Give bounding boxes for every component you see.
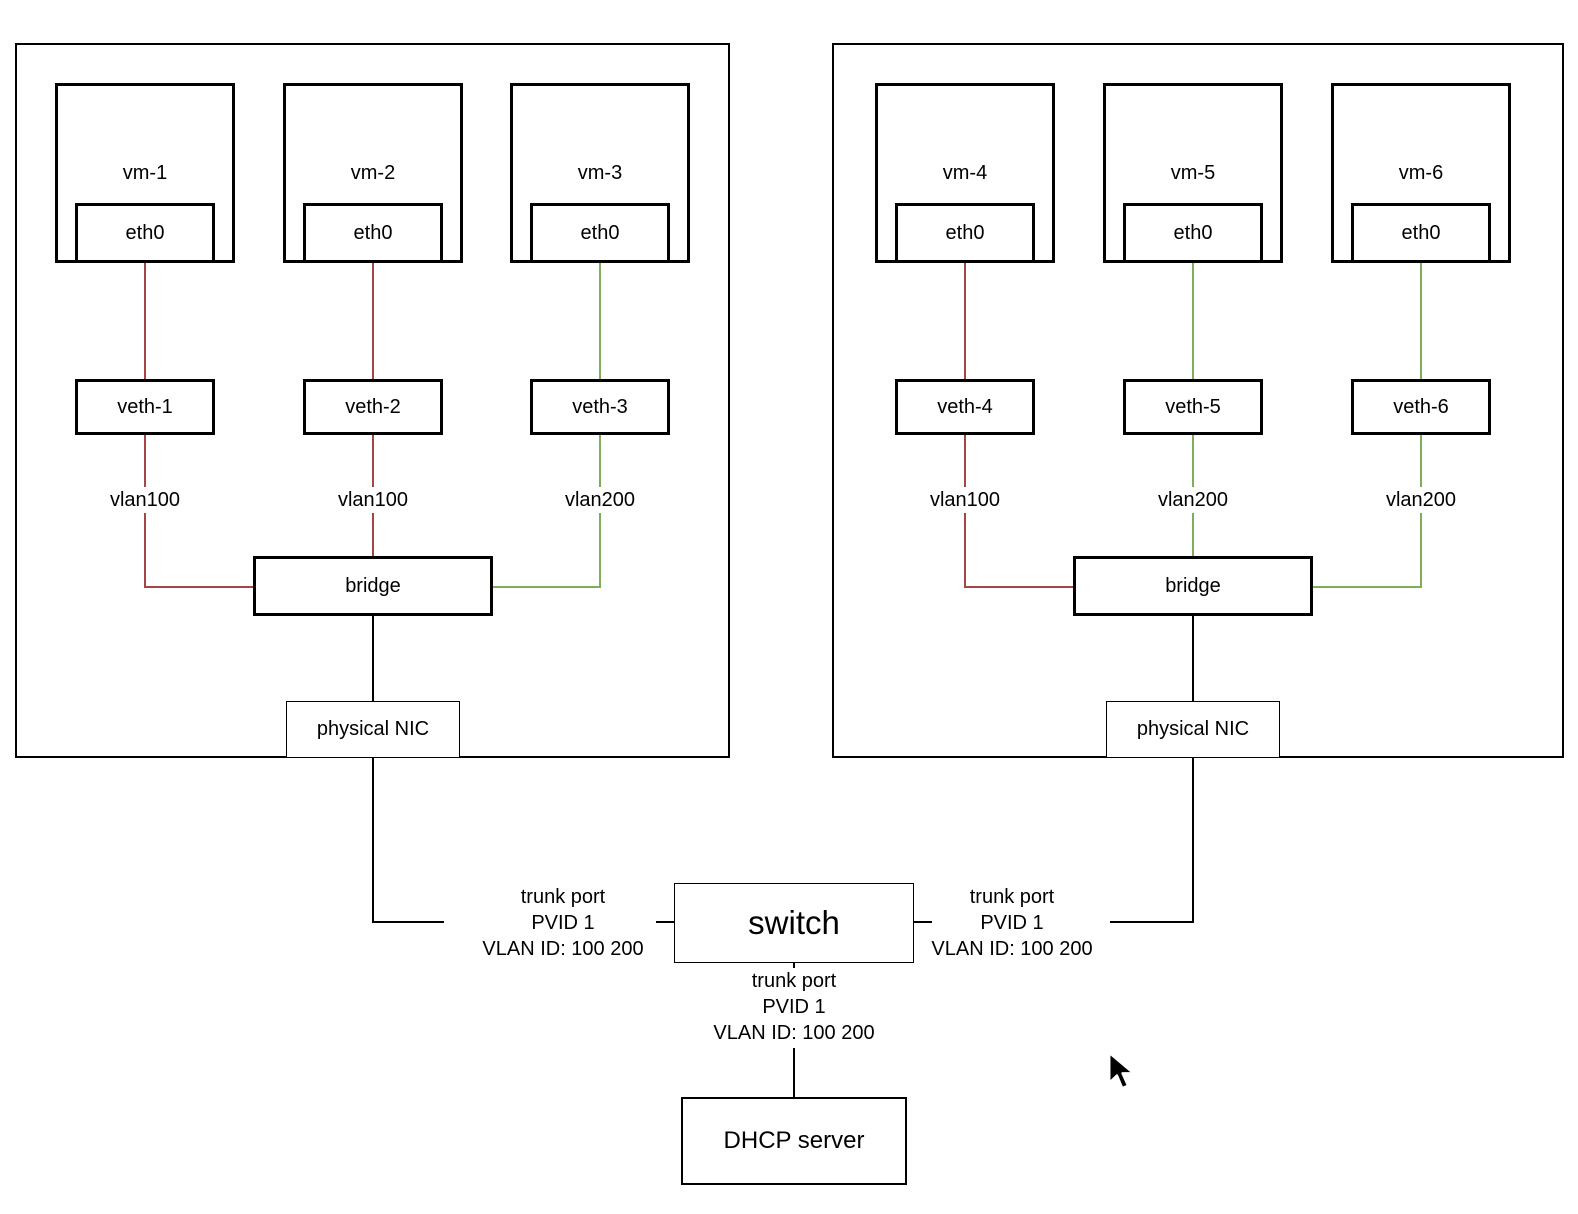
vm-1-label: vm-1 <box>122 162 168 184</box>
trunk-right-line3: VLAN ID: 100 200 <box>931 938 1093 960</box>
trunk-bottom-line2: PVID 1 <box>762 996 826 1018</box>
vlan-label-veth-5: vlan200 <box>1123 487 1263 513</box>
vlan-label-veth-3: vlan200 <box>530 487 670 513</box>
vlan-label-veth-2: vlan100 <box>303 487 443 513</box>
wire-nic2-switch <box>1110 758 1194 923</box>
trunk-left-line2: PVID 1 <box>531 912 595 934</box>
trunk-right-line1: trunk port <box>969 886 1055 908</box>
veth-1-label: veth-1 <box>117 395 173 418</box>
veth-6-box: veth-6 <box>1351 379 1491 435</box>
dhcp-server-box: DHCP server <box>681 1097 907 1185</box>
vm-6-eth0-label: eth0 <box>1401 221 1441 244</box>
wire-veth-6-bridge <box>1313 435 1422 588</box>
veth-2-label: veth-2 <box>345 395 401 418</box>
veth-3-box: veth-3 <box>530 379 670 435</box>
vm-6-label: vm-6 <box>1398 162 1444 184</box>
vm-5-label: vm-5 <box>1170 162 1216 184</box>
physical-nic-1-label: physical NIC <box>316 718 430 740</box>
wire-veth-1-bridge <box>144 435 253 588</box>
veth-4-label: veth-4 <box>937 395 993 418</box>
vm-4-eth0-box: eth0 <box>895 203 1035 263</box>
bridge-2-label: bridge <box>1165 574 1221 597</box>
vm-3-eth0-label: eth0 <box>580 221 620 244</box>
vm-1-eth0-box: eth0 <box>75 203 215 263</box>
vm-3-eth0-box: eth0 <box>530 203 670 263</box>
physical-nic-2-label: physical NIC <box>1136 718 1250 740</box>
veth-5-box: veth-5 <box>1123 379 1263 435</box>
vm-4-label: vm-4 <box>942 162 988 184</box>
trunk-right-line2: PVID 1 <box>980 912 1044 934</box>
trunk-left-line3: VLAN ID: 100 200 <box>482 938 644 960</box>
vlan-label-veth-1: vlan100 <box>75 487 215 513</box>
vm-6-eth0-box: eth0 <box>1351 203 1491 263</box>
switch-box: switch <box>674 883 914 963</box>
trunk-port-label-bottom: trunk port PVID 1 VLAN ID: 100 200 <box>684 968 904 1046</box>
wire-veth-4-bridge <box>964 435 1073 588</box>
wire-nic1-switch <box>372 758 444 923</box>
trunk-left-line1: trunk port <box>520 886 606 908</box>
trunk-bottom-line1: trunk port <box>751 970 837 992</box>
dhcp-server-label: DHCP server <box>723 1127 865 1154</box>
veth-3-label: veth-3 <box>572 395 628 418</box>
vlan-label-veth-6: vlan200 <box>1351 487 1491 513</box>
vm-1-eth0-label: eth0 <box>125 221 165 244</box>
mouse-cursor-icon <box>1108 1051 1135 1090</box>
physical-nic-2-box: physical NIC <box>1106 701 1280 758</box>
vm-2-eth0-box: eth0 <box>303 203 443 263</box>
trunk-port-label-left: trunk port PVID 1 VLAN ID: 100 200 <box>453 884 673 962</box>
wire-veth-3-bridge <box>493 435 601 588</box>
veth-1-box: veth-1 <box>75 379 215 435</box>
switch-label: switch <box>748 904 840 941</box>
vm-4-eth0-label: eth0 <box>945 221 985 244</box>
veth-4-box: veth-4 <box>895 379 1035 435</box>
veth-5-label: veth-5 <box>1165 395 1221 418</box>
physical-nic-1-box: physical NIC <box>286 701 460 758</box>
vm-2-label: vm-2 <box>350 162 396 184</box>
bridge-1-box: bridge <box>253 556 493 616</box>
trunk-port-label-right: trunk port PVID 1 VLAN ID: 100 200 <box>902 884 1122 962</box>
vm-3-label: vm-3 <box>577 162 623 184</box>
vm-2-eth0-label: eth0 <box>353 221 393 244</box>
vm-5-eth0-box: eth0 <box>1123 203 1263 263</box>
trunk-bottom-line3: VLAN ID: 100 200 <box>713 1022 875 1044</box>
veth-2-box: veth-2 <box>303 379 443 435</box>
bridge-2-box: bridge <box>1073 556 1313 616</box>
vlan-label-veth-4: vlan100 <box>895 487 1035 513</box>
veth-6-label: veth-6 <box>1393 395 1449 418</box>
vm-5-eth0-label: eth0 <box>1173 221 1213 244</box>
bridge-1-label: bridge <box>345 574 401 597</box>
